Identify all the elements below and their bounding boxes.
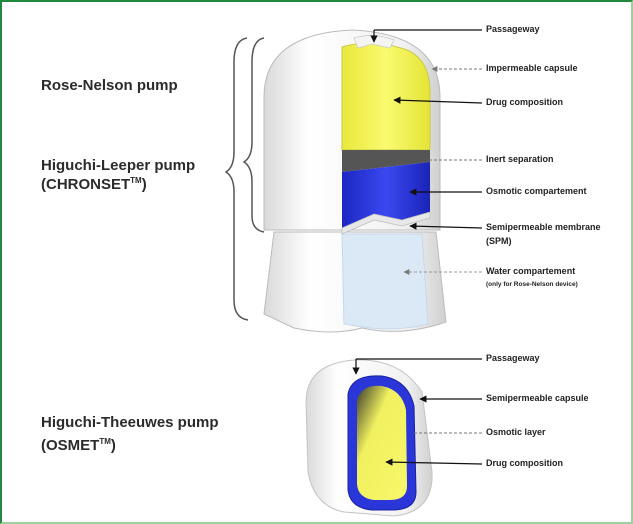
label-semipermeable-capsule: Semipermeable capsule xyxy=(486,393,589,404)
label-semipermeable-membrane: Semipermeable membrane (SPM) xyxy=(486,222,601,247)
label-osmotic-layer: Osmotic layer xyxy=(486,427,546,438)
label-higuchi-leeper-pump: Higuchi-Leeper pump (CHRONSETTM) xyxy=(41,156,195,194)
spm-line2: (SPM) xyxy=(486,236,601,247)
water-compartment-note: (only for Rose-Nelson device) xyxy=(486,279,578,290)
label-drug-composition-top: Drug composition xyxy=(486,97,563,108)
label-passageway-top: Passageway xyxy=(486,24,540,35)
label-higuchi-theeuwes-pump: Higuchi-Theeuwes pump (OSMETTM) xyxy=(41,413,219,455)
higuchi-leeper-line2: (CHRONSETTM) xyxy=(41,175,195,194)
spm-line1: Semipermeable membrane xyxy=(486,222,601,233)
brace-rose-nelson xyxy=(226,38,248,320)
higuchi-leeper-line1: Higuchi-Leeper pump xyxy=(41,156,195,175)
label-inert-separation: Inert separation xyxy=(486,154,554,165)
drug-compartment xyxy=(342,43,430,150)
top-pump-device xyxy=(264,30,446,332)
label-water-compartment: Water compartement (only for Rose-Nelson… xyxy=(486,266,578,290)
higuchi-theeuwes-line1: Higuchi-Theeuwes pump xyxy=(41,413,219,432)
label-rose-nelson-pump: Rose-Nelson pump xyxy=(41,76,178,95)
label-passageway-bottom: Passageway xyxy=(486,353,540,364)
higuchi-theeuwes-line2: (OSMETTM) xyxy=(41,436,219,455)
brace-higuchi-leeper xyxy=(244,38,264,232)
water-compartment xyxy=(342,234,428,329)
drug-core xyxy=(357,386,407,500)
water-compartment-line: Water compartement xyxy=(486,266,578,277)
label-drug-composition-bottom: Drug composition xyxy=(486,458,563,469)
label-osmotic-compartment: Osmotic compartement xyxy=(486,186,587,197)
label-impermeable-capsule: Impermeable capsule xyxy=(486,63,578,74)
bottom-pump-device xyxy=(306,360,432,516)
